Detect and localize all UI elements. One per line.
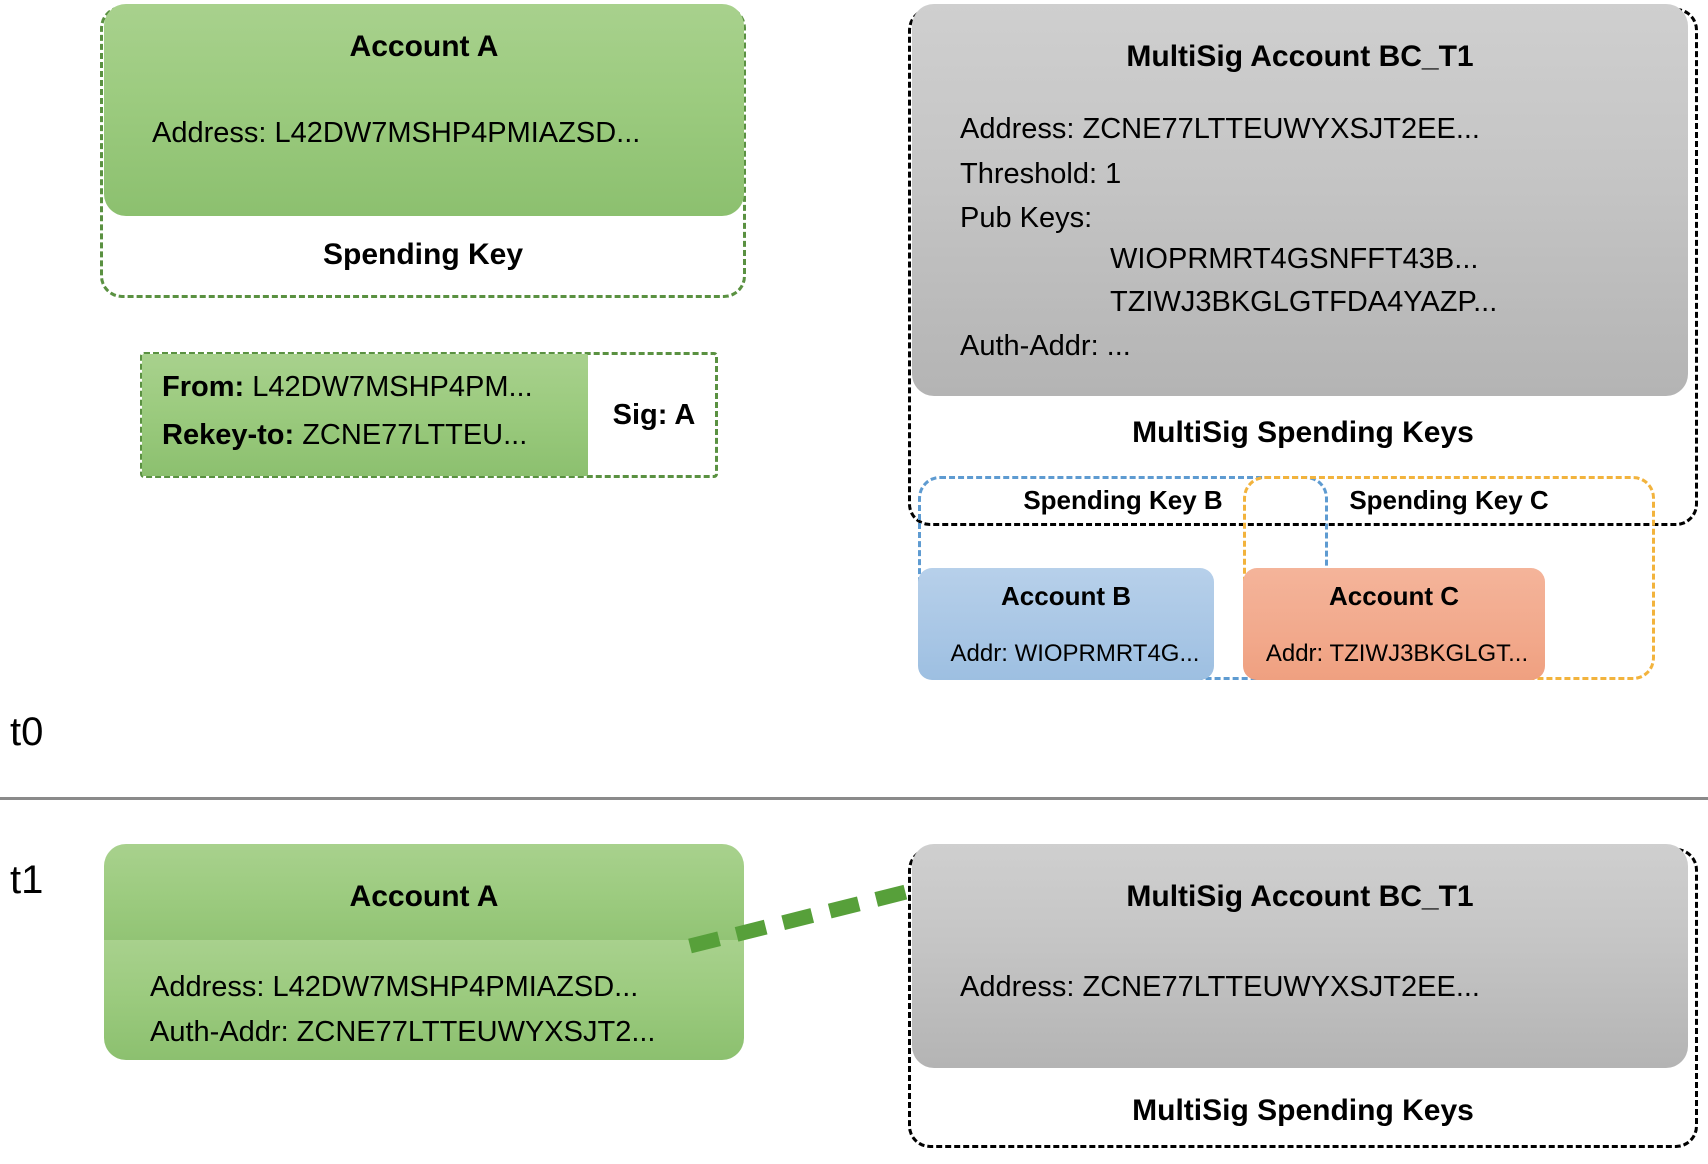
- multisig-threshold-t0: Threshold: 1: [960, 158, 1122, 190]
- multisig-address-t1: Address: ZCNE77LTTEUWYXSJT2EE...: [960, 971, 1480, 1003]
- multisig-account-box-t0: [912, 4, 1688, 396]
- spending-key-c-label-t0: Spending Key C: [1349, 485, 1549, 515]
- multisig-spending-keys-label-t1: MultiSig Spending Keys: [1132, 1094, 1474, 1127]
- timeline-label-t1: t1: [10, 858, 44, 902]
- account-b-box-t0: [918, 568, 1214, 680]
- multisig-account-title-t1: MultiSig Account BC_T1: [1126, 880, 1474, 913]
- multisig-account-title-t0: MultiSig Account BC_T1: [1126, 40, 1474, 73]
- multisig-pubkeys-label-t0: Pub Keys:: [960, 202, 1093, 234]
- account-a-address-t0: Address: L42DW7MSHP4PMIAZSD...: [152, 117, 641, 149]
- transaction-from-key-t0: From:: [162, 371, 245, 403]
- account-b-addr-t0: Addr: WIOPRMRT4G...: [950, 640, 1200, 667]
- multisig-account-box-t1: [912, 844, 1688, 1068]
- account-a-box-t0: [104, 4, 744, 216]
- multisig-spending-keys-label-t0: MultiSig Spending Keys: [1132, 416, 1474, 449]
- account-c-box-t0: [1243, 568, 1545, 680]
- account-a-spending-key-label-t0: Spending Key: [322, 238, 524, 271]
- account-b-title-t0: Account B: [1001, 581, 1131, 611]
- account-a-title-t1: Account A: [349, 880, 499, 913]
- account-a-auth-addr-t1: Auth-Addr: ZCNE77LTTEUWYXSJT2...: [150, 1016, 656, 1048]
- transaction-signature-container-t0: [140, 352, 718, 478]
- multisig-auth-addr-t0: Auth-Addr: ...: [960, 330, 1131, 362]
- account-a-title-t0: Account A: [349, 30, 499, 63]
- transaction-signature-label-t0: Sig: A: [612, 399, 696, 431]
- multisig-address-t0: Address: ZCNE77LTTEUWYXSJT2EE...: [960, 113, 1480, 145]
- transaction-from-value-t0: L42DW7MSHP4PM...: [252, 371, 533, 403]
- account-a-address-t1: Address: L42DW7MSHP4PMIAZSD...: [150, 971, 639, 1003]
- spending-key-b-label-t0: Spending Key B: [1023, 485, 1223, 515]
- account-c-addr-t0: Addr: TZIWJ3BKGLGT...: [1265, 640, 1529, 667]
- account-a-box-t1-lower: [104, 940, 744, 1060]
- timeline-label-t0: t0: [10, 710, 44, 754]
- account-c-title-t0: Account C: [1329, 581, 1459, 611]
- transaction-rekey-value-t0: ZCNE77LTTEU...: [302, 419, 528, 451]
- transaction-rekey-key-t0: Rekey-to:: [162, 419, 295, 451]
- transaction-body-t0: [142, 354, 588, 476]
- multisig-pubkey-0-t0: WIOPRMRT4GSNFFT43B...: [1110, 243, 1479, 275]
- timeline-divider: [0, 797, 1708, 800]
- transaction-from-row-t0: From: L42DW7MSHP4PM...: [162, 369, 533, 407]
- multisig-pubkey-1-t0: TZIWJ3BKGLGTFDA4YAZP...: [1110, 286, 1498, 318]
- transaction-rekey-row-t0: Rekey-to: ZCNE77LTTEU...: [162, 417, 527, 455]
